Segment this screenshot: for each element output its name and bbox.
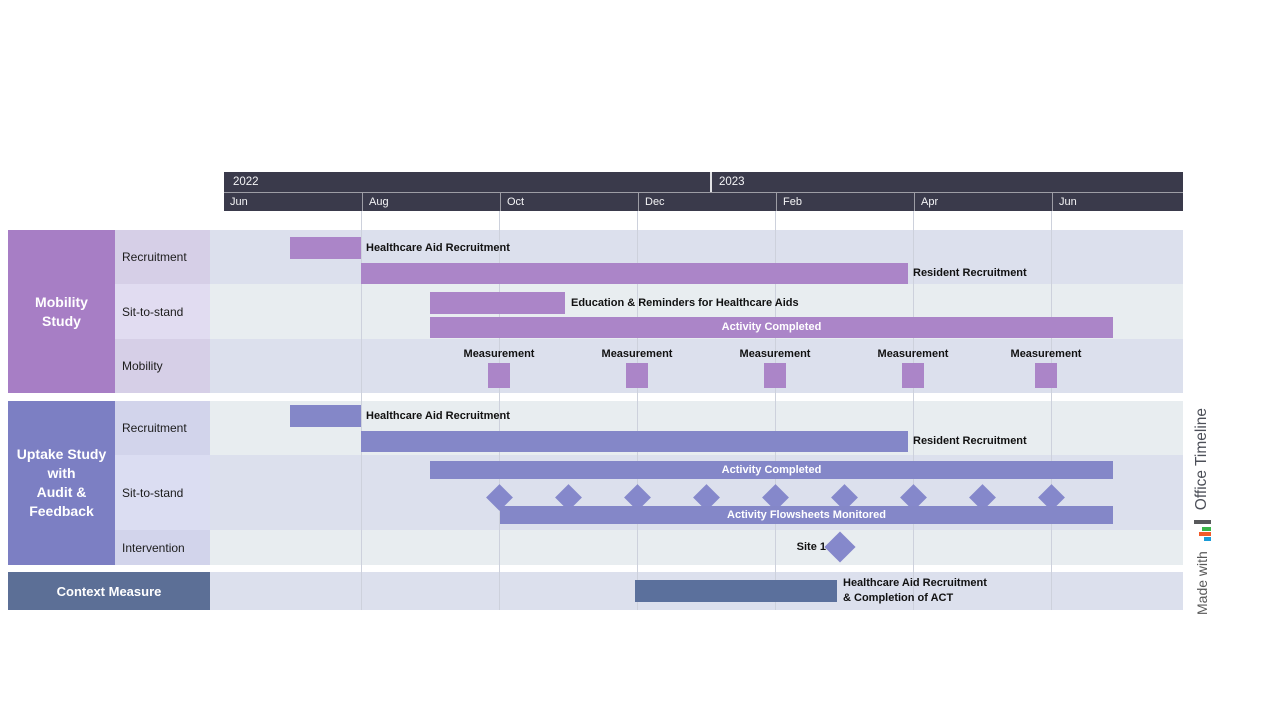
gridline [913, 211, 914, 610]
group-label-line: Uptake Study [16, 446, 107, 462]
month-header-row: Jun Aug Oct Dec Feb Apr Jun [224, 192, 1183, 211]
milestone-square [1035, 363, 1057, 388]
row-label-recruitment: Recruitment [115, 230, 210, 284]
milestone-square [764, 363, 786, 388]
watermark: Made with Office Timeline [1188, 408, 1215, 615]
month-cell: Oct [500, 193, 638, 211]
made-with-text: Made with [1193, 551, 1210, 615]
group-label-line: with [47, 465, 76, 481]
milestone-label-site-1: Site 1 [796, 541, 826, 553]
row-label-sit-to-stand: Sit-to-stand [115, 455, 210, 530]
bar-healthcare-aid-recruitment [290, 405, 361, 427]
milestone-label-measurement: Measurement [601, 348, 673, 360]
group-block-mobility-study: Mobility Study [8, 230, 115, 393]
gridline [361, 211, 362, 610]
bar-activity-flowsheets-monitored: Activity Flowsheets Monitored [500, 506, 1113, 524]
milestone-label-measurement: Measurement [877, 348, 949, 360]
office-timeline-text: Office Timeline [1192, 407, 1210, 511]
group-label-line: Mobility [35, 293, 88, 310]
gridline [775, 211, 776, 610]
year-header-row: 2022 2023 [224, 172, 1183, 192]
gridline [499, 211, 500, 610]
bar-education-reminders [430, 292, 565, 314]
bar-label-context-measure-line2: & Completion of ACT [843, 592, 954, 604]
row-label-sit-to-stand: Sit-to-stand [115, 284, 210, 339]
month-cell: Jun [230, 196, 248, 208]
milestone-square [488, 363, 510, 388]
milestone-square [902, 363, 924, 388]
milestone-square [626, 363, 648, 388]
bar-healthcare-aid-recruitment [290, 237, 361, 259]
month-cell: Feb [776, 193, 914, 211]
bar-label-context-measure-line1: Healthcare Aid Recruitment [843, 577, 987, 589]
row-track [210, 530, 1183, 565]
bar-activity-completed: Activity Completed [430, 461, 1113, 479]
month-cell: Jun [1052, 193, 1183, 211]
group-block-context-measure: Context Measure [8, 572, 210, 610]
month-cell: Dec [638, 193, 776, 211]
row-track [210, 339, 1183, 393]
month-cell: Apr [914, 193, 1052, 211]
group-label-line: Study [42, 312, 81, 329]
bar-label-resident-recruitment: Resident Recruitment [913, 435, 1027, 447]
bar-resident-recruitment [361, 263, 908, 284]
gridline [637, 211, 638, 610]
milestone-label-measurement: Measurement [739, 348, 811, 360]
year-cell-2023: 2023 [710, 172, 1183, 192]
milestone-label-measurement: Measurement [463, 348, 535, 360]
bar-activity-completed: Activity Completed [430, 317, 1113, 338]
group-block-uptake-study: Uptake Study with Audit & Feedback [8, 401, 115, 565]
bar-label-resident-recruitment: Resident Recruitment [913, 267, 1027, 279]
group-label-line: Feedback [29, 503, 94, 519]
gridline [1051, 211, 1052, 610]
bar-label-healthcare-aid-recruitment: Healthcare Aid Recruitment [366, 242, 510, 254]
year-cell-2022: 2022 [233, 176, 259, 188]
row-label-intervention: Intervention [115, 530, 210, 565]
row-label-recruitment: Recruitment [115, 401, 210, 455]
row-label-mobility: Mobility [115, 339, 210, 393]
milestone-label-measurement: Measurement [1010, 348, 1082, 360]
bar-label-education-reminders: Education & Reminders for Healthcare Aid… [571, 297, 799, 309]
month-cell: Aug [362, 193, 500, 211]
bar-label-healthcare-aid-recruitment: Healthcare Aid Recruitment [366, 410, 510, 422]
office-timeline-logo-icon [1193, 520, 1211, 542]
group-label-line: Audit & [36, 484, 87, 500]
bar-resident-recruitment [361, 431, 908, 452]
bar-context-measure [635, 580, 837, 602]
